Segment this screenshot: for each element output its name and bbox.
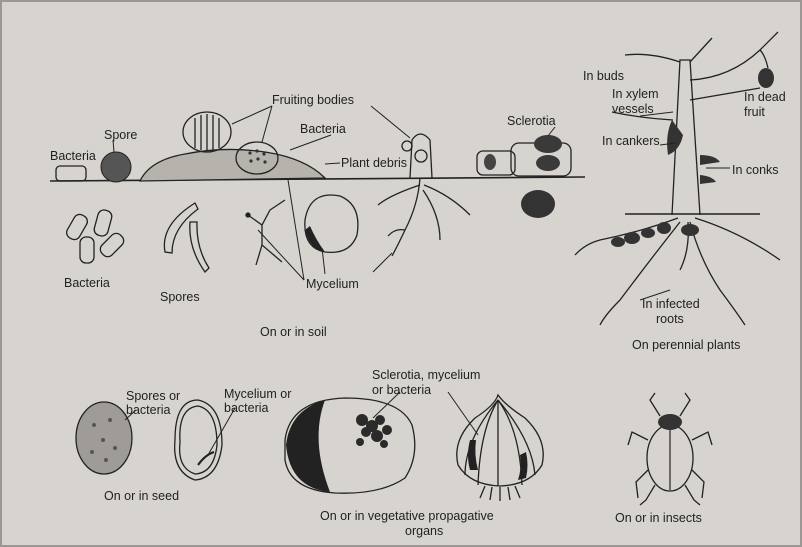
label-xylem-1: In xylem bbox=[612, 87, 659, 101]
plant-stem bbox=[409, 133, 433, 179]
label-fruiting-bodies: Fruiting bodies bbox=[272, 93, 354, 107]
bacteria-cell-surface bbox=[55, 165, 87, 182]
label-mycelium-bacteria-1: Mycelium or bbox=[224, 387, 291, 401]
label-dead-1: In dead bbox=[744, 90, 786, 104]
vegetative-section: Sclerotia, mycelium or bacteria On or in… bbox=[284, 368, 544, 538]
potato-tuber-soil bbox=[304, 194, 359, 254]
conk-2 bbox=[700, 175, 716, 184]
label-spores-bacteria-2: bacteria bbox=[126, 403, 171, 417]
label-roots-1: In infected bbox=[642, 297, 700, 311]
debris-mound bbox=[138, 148, 327, 182]
sclerotia-stem-segment bbox=[476, 150, 516, 176]
caption-insects: On or in insects bbox=[615, 511, 702, 525]
caption-vegetative-1: On or in vegetative propagative bbox=[320, 509, 494, 523]
canker bbox=[667, 120, 683, 155]
label-bacteria-surface: Bacteria bbox=[50, 149, 96, 163]
label-bacteria-debris: Bacteria bbox=[300, 122, 346, 136]
label-plant-debris: Plant debris bbox=[341, 156, 407, 170]
caption-seed: On or in seed bbox=[104, 489, 179, 503]
label-spores-bacteria-1: Spores or bbox=[126, 389, 180, 403]
beetle-legs bbox=[627, 392, 713, 506]
label-bacteria-soil: Bacteria bbox=[64, 276, 110, 290]
label-cankers: In cankers bbox=[602, 134, 660, 148]
mycelium-soil bbox=[245, 199, 286, 266]
label-dead-2: fruit bbox=[744, 105, 765, 119]
caption-vegetative-2: organs bbox=[405, 524, 443, 538]
sclerotium-in-soil bbox=[521, 190, 555, 218]
soil-section: Bacteria Spore Fruiting bodies Bacteria … bbox=[49, 93, 586, 339]
label-sclerotia-mycelium-2: or bacteria bbox=[372, 383, 431, 397]
tuber bbox=[284, 397, 416, 494]
label-mycelium: Mycelium bbox=[306, 277, 359, 291]
infected-root-galls bbox=[611, 222, 699, 247]
insect-section: On or in insects bbox=[615, 392, 713, 525]
onion-bulb bbox=[456, 393, 544, 487]
beetle-head bbox=[658, 414, 682, 430]
tuber-sclerotia bbox=[356, 414, 392, 448]
label-mycelium-bacteria-2: bacteria bbox=[224, 401, 269, 415]
seed-section: Spores or bacteria Mycelium or bacteria … bbox=[75, 387, 291, 503]
seed-with-mycelium bbox=[174, 399, 223, 481]
label-conks: In conks bbox=[732, 163, 779, 177]
label-spore: Spore bbox=[104, 128, 137, 142]
label-in-buds: In buds bbox=[583, 69, 624, 83]
bacteria-cells-soil bbox=[65, 209, 125, 264]
tree-branches bbox=[611, 31, 779, 121]
label-roots-2: roots bbox=[656, 312, 684, 326]
onion-roots bbox=[479, 485, 521, 501]
label-sclerotia: Sclerotia bbox=[507, 114, 556, 128]
perennial-section: In buds In xylem vessels In dead fruit I… bbox=[574, 31, 786, 352]
spores-soil bbox=[163, 202, 210, 274]
fruiting-body-1 bbox=[182, 111, 232, 153]
label-sclerotia-mycelium-1: Sclerotia, mycelium bbox=[372, 368, 480, 382]
debris-roots bbox=[377, 177, 471, 257]
dead-fruit bbox=[758, 68, 774, 88]
conk-1 bbox=[700, 155, 720, 165]
fruiting-body-2 bbox=[235, 141, 279, 175]
label-spores-soil: Spores bbox=[160, 290, 200, 304]
caption-soil: On or in soil bbox=[260, 325, 327, 339]
seed-with-spores bbox=[75, 401, 133, 475]
spore-shape bbox=[100, 151, 132, 183]
perennial-roots bbox=[574, 217, 781, 326]
label-xylem-2: vessels bbox=[612, 102, 654, 116]
caption-perennial: On perennial plants bbox=[632, 338, 740, 352]
